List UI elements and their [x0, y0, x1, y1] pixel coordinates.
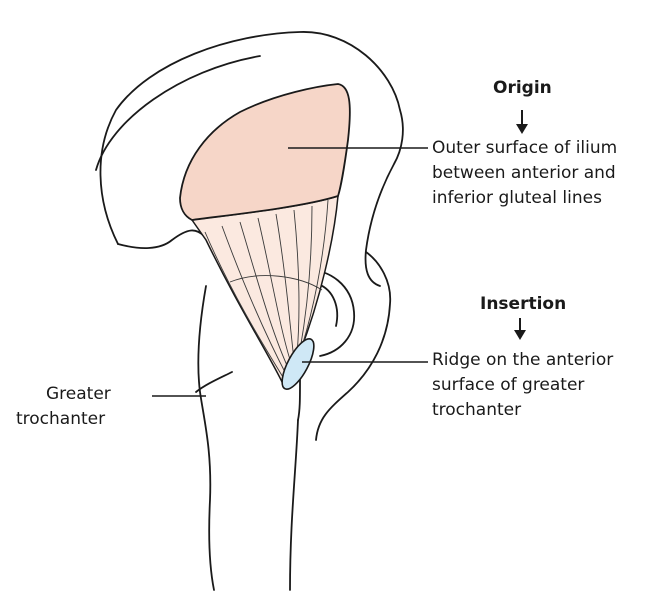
- femur-left-edge: [197, 285, 215, 591]
- insertion-line-2: surface of greater: [432, 375, 585, 395]
- ischium-outline: [315, 251, 392, 441]
- insertion-line-3: trochanter: [432, 400, 522, 420]
- origin-line-1: Outer surface of ilium: [432, 138, 618, 158]
- origin-heading: Origin: [493, 78, 552, 98]
- fiber-lines: [204, 199, 329, 383]
- trochanter-edge: [195, 371, 233, 393]
- insertion-heading: Insertion: [480, 294, 567, 314]
- iliac-crest-inner: [95, 55, 261, 171]
- insertion-line-1: Ridge on the anterior: [432, 350, 614, 370]
- origin-line-3: inferior gluteal lines: [432, 188, 602, 208]
- trochanter-line-1: Greater: [46, 384, 111, 404]
- acetabulum-rim: [303, 269, 355, 357]
- insertion-description: Ridge on the anterior surface of greater…: [432, 348, 613, 423]
- origin-line-2: between anterior and: [432, 163, 616, 183]
- femur-right-edge: [289, 419, 299, 591]
- trochanter-line-2: trochanter: [16, 409, 106, 429]
- femur-neck-lower: [297, 379, 301, 421]
- insertion-area: [281, 338, 315, 390]
- origin-area: [179, 83, 351, 221]
- trochanter-label: Greater trochanter: [16, 382, 111, 432]
- ilium-outline: [99, 31, 404, 287]
- acetabulum-inner: [317, 283, 339, 327]
- origin-arrow: [516, 110, 528, 134]
- insertion-arrow: [514, 318, 526, 340]
- ilium-lower-left: [117, 229, 205, 249]
- origin-description: Outer surface of ilium between anterior …: [432, 136, 617, 211]
